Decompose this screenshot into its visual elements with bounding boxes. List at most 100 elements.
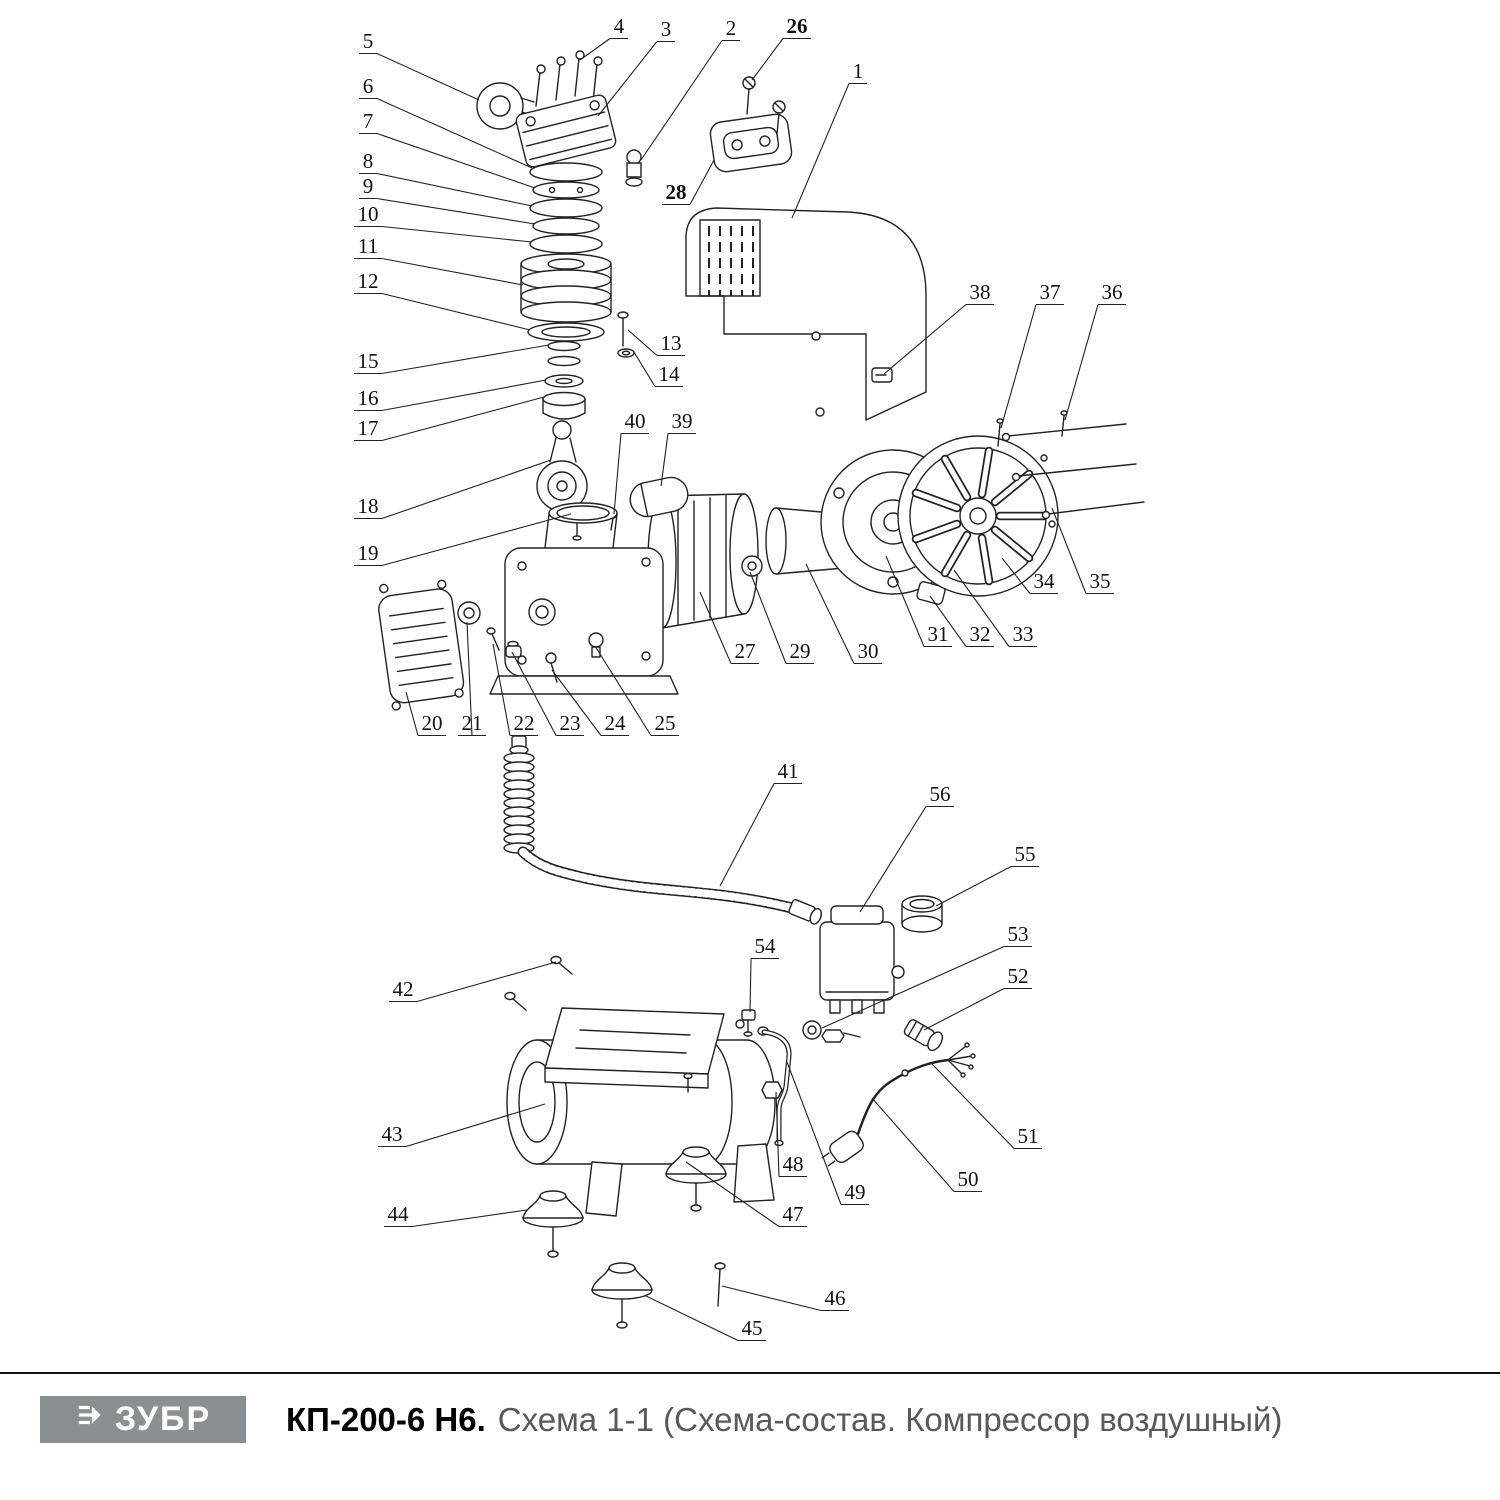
callout-52: 52 <box>923 964 1032 1031</box>
callout-42: 42 <box>389 961 557 1003</box>
air-filter <box>476 82 535 130</box>
zubr-logo: ЗУБР <box>40 1396 246 1443</box>
callout-28: 28 <box>662 159 715 206</box>
callout-1: 1 <box>791 59 867 219</box>
svg-text:52: 52 <box>1008 964 1029 988</box>
callout-2: 2 <box>640 16 740 161</box>
callout-49: 49 <box>786 1061 869 1206</box>
svg-text:10: 10 <box>358 202 379 226</box>
elbow-fitting <box>625 149 643 187</box>
callout-36: 36 <box>1064 280 1126 421</box>
svg-text:41: 41 <box>778 759 799 783</box>
callout-16: 16 <box>354 379 547 412</box>
svg-text:56: 56 <box>930 782 951 806</box>
svg-text:14: 14 <box>659 362 681 386</box>
svg-text:37: 37 <box>1040 280 1061 304</box>
svg-text:17: 17 <box>358 416 379 440</box>
svg-text:27: 27 <box>735 639 756 663</box>
callout-7: 7 <box>359 109 536 189</box>
zubr-logo-text: ЗУБР <box>114 1400 212 1438</box>
callout-3: 3 <box>597 17 675 117</box>
callout-50: 50 <box>871 1097 982 1193</box>
callout-30: 30 <box>805 563 882 665</box>
callout-15: 15 <box>354 344 550 375</box>
svg-text:38: 38 <box>970 280 991 304</box>
tie-rods <box>996 410 1145 528</box>
callout-43: 43 <box>378 1103 546 1148</box>
callout-31: 31 <box>885 555 952 648</box>
callout-48: 48 <box>775 1091 807 1178</box>
callout-33: 33 <box>953 569 1037 648</box>
svg-text:54: 54 <box>755 934 777 958</box>
callout-19: 19 <box>354 513 572 567</box>
mount-screws <box>504 955 573 1011</box>
svg-text:4: 4 <box>614 14 625 38</box>
callout-45: 45 <box>645 1295 766 1342</box>
svg-text:32: 32 <box>970 622 991 646</box>
crankcase <box>489 502 679 695</box>
callout-10: 10 <box>354 202 533 243</box>
callout-13: 13 <box>627 329 685 357</box>
svg-text:3: 3 <box>661 17 672 41</box>
svg-text:11: 11 <box>358 234 378 258</box>
callout-27: 27 <box>699 591 759 665</box>
svg-text:2: 2 <box>726 16 737 40</box>
diagram-subtitle: Схема 1-1 (Схема-состав. Компрессор возд… <box>497 1400 1283 1438</box>
callout-22: 22 <box>492 643 538 737</box>
svg-text:25: 25 <box>655 711 676 735</box>
svg-text:44: 44 <box>388 1202 410 1226</box>
callout-6: 6 <box>359 74 533 169</box>
cylinder-head <box>515 94 617 168</box>
callout-29: 29 <box>749 571 814 665</box>
motor-cover <box>685 207 927 421</box>
mount-bracket <box>709 76 793 173</box>
rubber-feet <box>522 1146 727 1329</box>
callout-35: 35 <box>1051 507 1114 595</box>
callout-4: 4 <box>579 14 628 61</box>
callout-8: 8 <box>359 149 533 207</box>
svg-text:16: 16 <box>358 386 379 410</box>
air-hose <box>503 735 822 925</box>
callout-17: 17 <box>354 396 545 442</box>
svg-text:33: 33 <box>1013 622 1034 646</box>
svg-text:43: 43 <box>382 1122 403 1146</box>
svg-text:34: 34 <box>1034 569 1056 593</box>
callout-39: 39 <box>660 409 696 487</box>
svg-text:19: 19 <box>358 541 379 565</box>
svg-text:28: 28 <box>666 180 687 204</box>
callout-12: 12 <box>354 269 531 331</box>
callout-5: 5 <box>359 29 480 101</box>
svg-text:53: 53 <box>1008 922 1029 946</box>
callout-18: 18 <box>354 459 552 520</box>
svg-text:50: 50 <box>958 1167 979 1191</box>
side-cover <box>378 579 604 711</box>
cylinder-stack <box>520 162 612 342</box>
footer-divider <box>0 1372 1500 1374</box>
callout-21: 21 <box>458 621 486 737</box>
svg-text:55: 55 <box>1015 842 1036 866</box>
svg-text:51: 51 <box>1018 1124 1039 1148</box>
svg-text:29: 29 <box>790 639 811 663</box>
callout-51: 51 <box>931 1063 1042 1150</box>
callout-41: 41 <box>719 759 802 887</box>
callout-20: 20 <box>405 691 446 737</box>
callout-38: 38 <box>883 280 994 375</box>
callout-56: 56 <box>859 782 954 913</box>
callout-47: 47 <box>685 1161 807 1228</box>
diagram-caption: КП-200-6 Н6. Схема 1-1 (Схема-состав. Ко… <box>286 1396 1282 1443</box>
svg-text:48: 48 <box>783 1152 804 1176</box>
callout-53: 53 <box>821 922 1032 1029</box>
pressure-switch <box>819 905 905 1014</box>
svg-text:46: 46 <box>825 1286 846 1310</box>
callout-34: 34 <box>1001 557 1058 595</box>
callout-40: 40 <box>613 409 649 515</box>
callout-37: 37 <box>1000 280 1064 429</box>
callout-23: 23 <box>511 651 584 737</box>
svg-text:42: 42 <box>393 977 414 1001</box>
svg-text:13: 13 <box>661 331 682 355</box>
svg-text:49: 49 <box>845 1180 866 1204</box>
svg-text:24: 24 <box>605 711 627 735</box>
callout-46: 46 <box>721 1285 849 1312</box>
